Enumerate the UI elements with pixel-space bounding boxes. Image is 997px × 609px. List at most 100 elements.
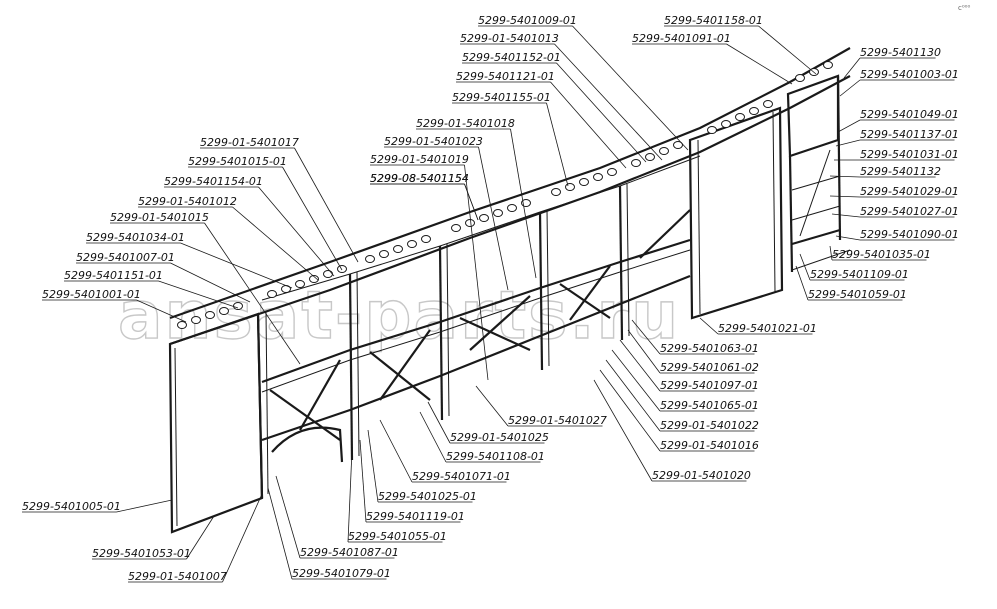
leader-line <box>180 242 293 289</box>
rear-window-frame <box>786 74 840 158</box>
leader-line <box>222 493 263 583</box>
leader-line <box>475 385 509 427</box>
leader-line <box>829 195 861 198</box>
part-label: 5299-5401007-01 <box>76 251 175 264</box>
part-label: 5299-5401001-01 <box>42 288 141 301</box>
part-label: 5299-5401027-01 <box>860 205 959 218</box>
top-beam-upper <box>169 47 851 320</box>
leader-line <box>829 245 833 261</box>
part-label: 5299-5401155-01 <box>452 91 551 104</box>
part-label: 5299-5401158-01 <box>664 14 763 27</box>
part-label: 5299-08-5401154 <box>370 172 469 185</box>
leader-line <box>831 213 861 218</box>
leader-line <box>267 487 293 580</box>
leader-line <box>619 339 661 392</box>
leader-line <box>258 186 335 277</box>
part-label: 5299-5401091-01 <box>632 32 731 45</box>
part-label: 5299-5401119-01 <box>366 510 465 523</box>
part-label: 5299-01-5401015 <box>110 211 209 224</box>
part-label: 5299-01-5401023 <box>384 135 483 148</box>
leader-line <box>631 319 661 355</box>
part-label: 5299-5401061-02 <box>660 361 759 374</box>
part-label: 5299-5401137-01 <box>860 128 959 141</box>
leader-line <box>232 206 319 281</box>
leader-line <box>593 379 653 482</box>
leader-line <box>419 411 447 463</box>
part-label: 5299-5401025-01 <box>378 490 477 503</box>
part-label: 5299-5401021-01 <box>718 322 817 335</box>
part-label: 5299-5401063-01 <box>660 342 759 355</box>
part-label: 5299-01-5401016 <box>660 439 759 452</box>
leader-line <box>275 475 301 559</box>
leader-line <box>359 439 367 523</box>
leader-line <box>170 262 251 303</box>
leader-line <box>726 43 793 85</box>
part-label: 5299-01-5401017 <box>200 136 299 149</box>
part-label: 5299-5401097-01 <box>660 379 759 392</box>
leader-line <box>546 102 569 187</box>
part-label: 5299-5401003-01 <box>860 68 959 81</box>
leader-line <box>605 359 661 432</box>
part-label: 5299-5401055-01 <box>348 530 447 543</box>
part-label: 5299-5401035-01 <box>832 248 931 261</box>
corner-mark: c⁰⁰⁰ <box>958 4 970 12</box>
leader-line <box>427 401 451 444</box>
part-label: 5299-01-5401025 <box>450 431 549 444</box>
leader-line <box>835 139 861 147</box>
part-label: 5299-5401034-01 <box>86 231 185 244</box>
part-label: 5299-5401005-01 <box>22 500 121 513</box>
part-label: 5299-01-5401007 <box>128 570 227 583</box>
part-label: 5299-5401065-01 <box>660 399 759 412</box>
part-label: 5299-01-5401020 <box>652 469 751 482</box>
part-label: 5299-5401009-01 <box>478 14 577 27</box>
leader-line <box>837 119 861 133</box>
leader-line <box>510 128 537 279</box>
belt-rail <box>261 238 691 384</box>
leader-line <box>795 265 809 301</box>
leader-line <box>282 166 343 271</box>
part-label: 5299-5401132 <box>860 165 941 178</box>
watermark-text: ansat-parts.ru <box>118 277 680 354</box>
leader-line <box>204 222 301 365</box>
leader-line <box>294 147 359 263</box>
part-labels: 5299-5401009-01 5299-01-5401013 5299-54011… <box>22 14 959 583</box>
part-label: 5299-5401154-01 <box>164 175 263 188</box>
part-label: 5299-5401053-01 <box>92 547 191 560</box>
leader-line <box>758 25 817 75</box>
leader-line <box>572 25 689 151</box>
leader-line <box>347 449 353 543</box>
part-label: 5299-5401079-01 <box>292 567 391 580</box>
part-label: 5299-01-5401027 <box>508 414 607 427</box>
leader-line <box>835 235 861 241</box>
leader-line <box>116 499 173 513</box>
part-label: 5299-5401059-01 <box>808 288 907 301</box>
leader-line <box>556 62 647 163</box>
part-label: 5299-5401130 <box>860 46 941 59</box>
part-label: 5299-5401015-01 <box>188 155 287 168</box>
leader-line <box>611 349 661 412</box>
leader-line <box>699 317 719 335</box>
leader-line <box>136 299 187 323</box>
part-label: 5299-5401071-01 <box>412 470 511 483</box>
leader-line <box>464 183 479 221</box>
leader-lines <box>22 25 955 583</box>
door-opening <box>688 106 784 320</box>
leader-line <box>843 57 861 79</box>
part-label: 5299-5401049-01 <box>860 108 959 121</box>
part-label: 5299-01-5401022 <box>660 419 759 432</box>
leader-line <box>186 515 215 560</box>
leader-line <box>554 43 663 161</box>
part-label: 5299-01-5401012 <box>138 195 237 208</box>
part-label: 5299-5401090-01 <box>860 228 959 241</box>
part-label: 5299-5401121-01 <box>456 70 555 83</box>
leader-line <box>367 429 379 503</box>
part-label: 5299-01-5401019 <box>370 153 469 166</box>
part-label: 5299-01-5401018 <box>416 117 515 130</box>
part-label: 5299-08-5401154 <box>370 172 469 185</box>
part-label: 5299-01-5401013 <box>460 32 559 45</box>
part-label: 5299-5401108-01 <box>446 450 545 463</box>
side-frame <box>168 47 851 534</box>
leader-line <box>550 81 627 169</box>
